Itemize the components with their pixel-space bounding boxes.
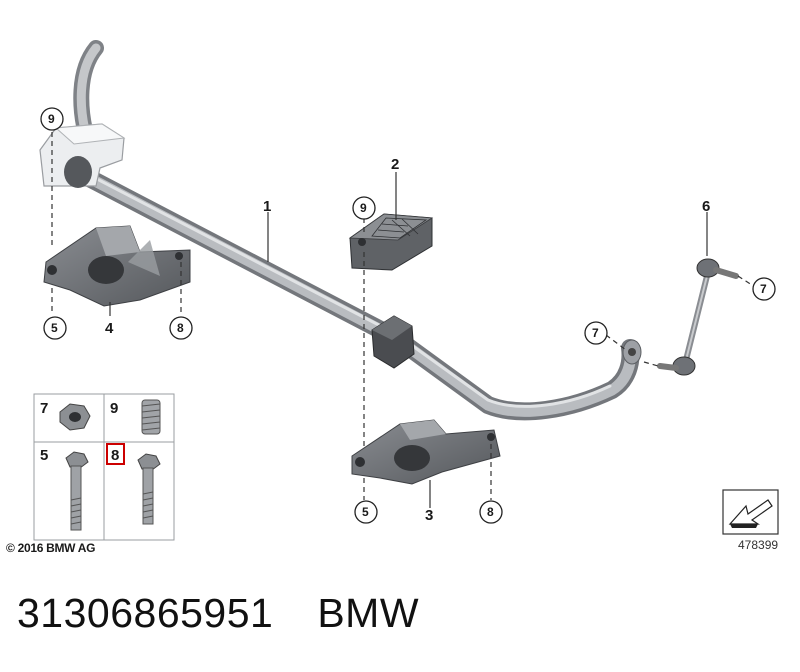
callout-6: 6 — [702, 198, 710, 215]
part-number: 31306865951 — [17, 590, 274, 636]
short-bolt-icon — [137, 453, 161, 525]
callout-9-left: 9 — [48, 112, 55, 126]
threaded-insert-icon — [141, 399, 161, 435]
callout-8-right: 8 — [487, 505, 494, 519]
callout-5-left: 5 — [51, 321, 58, 335]
brand-name: BMW — [317, 590, 420, 636]
left-bracket — [43, 225, 191, 307]
alignment-lines — [51, 132, 753, 500]
left-clamp — [39, 123, 126, 188]
callout-7-top: 7 — [760, 282, 767, 296]
circled-callout-text: 9 5 8 9 5 8 7 7 — [48, 112, 767, 519]
legend-highlight-8 — [106, 443, 125, 465]
right-clamp — [348, 213, 434, 271]
legend-num-5: 5 — [40, 447, 48, 464]
callout-1: 1 — [263, 198, 271, 215]
stabilizer-bar — [61, 40, 642, 421]
right-bushing — [371, 315, 415, 369]
callout-2: 2 — [391, 156, 399, 173]
flange-nut-icon — [59, 403, 91, 431]
callout-3: 3 — [425, 507, 433, 524]
orientation-arrow-box — [722, 489, 779, 535]
copyright-notice: © 2016 BMW AG — [6, 541, 96, 555]
legend-num-8: 8 — [111, 447, 119, 464]
long-bolt-icon — [65, 451, 89, 531]
number-labels: 1 2 3 4 6 — [105, 156, 710, 524]
callout-9-right: 9 — [360, 201, 367, 215]
right-bracket — [351, 419, 501, 485]
legend-num-7: 7 — [40, 400, 48, 417]
stabilizer-link — [657, 258, 739, 376]
part-caption: 31306865951 BMW — [17, 590, 419, 637]
reference-number: 478399 — [738, 538, 779, 552]
circled-callouts — [40, 107, 776, 524]
callout-8-left: 8 — [177, 321, 184, 335]
callout-4: 4 — [105, 320, 114, 337]
leader-lines — [109, 172, 708, 508]
hardware-legend-box: 7 9 5 8 — [33, 393, 175, 541]
callout-7-bottom: 7 — [592, 326, 599, 340]
legend-num-9: 9 — [110, 400, 118, 417]
callout-5-right: 5 — [362, 505, 369, 519]
